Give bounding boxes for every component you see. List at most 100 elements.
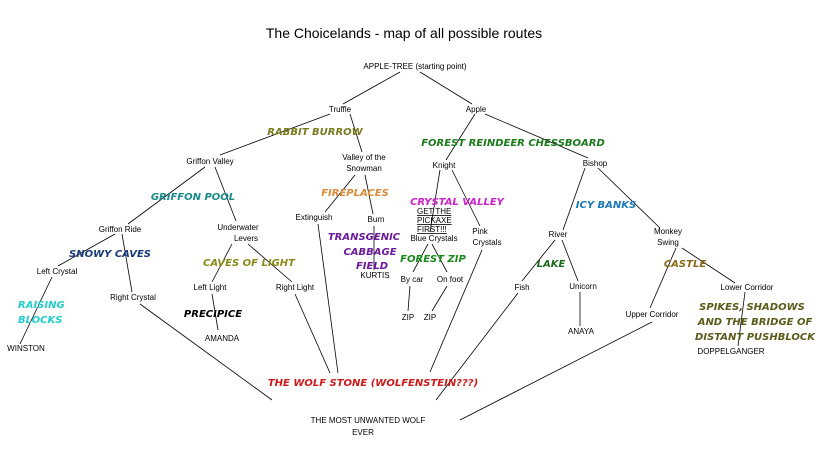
area-forest-zip: FOREST ZIP <box>400 254 466 265</box>
edge-start-truffle <box>342 71 401 105</box>
node-apple: Apple <box>466 105 487 114</box>
node-monkey-swing-line2: Swing <box>657 238 679 247</box>
edge-knight-blue-crystals <box>429 169 441 233</box>
node-upper-corridor: Upper Corridor <box>626 310 679 319</box>
area-raising-blocks: RAISING <box>18 300 65 311</box>
node-anaya: ANAYA <box>568 327 595 336</box>
node-doppelganger: DOPPELGANGER <box>697 347 764 356</box>
area-icy-banks: ICY BANKS <box>576 200 636 211</box>
edge-ride-right-crystal <box>121 233 133 293</box>
node-most-unwanted-wolf: THE MOST UNWANTED WOLF <box>311 416 426 425</box>
node-bishop: Bishop <box>583 159 608 168</box>
node-on-foot: On foot <box>437 275 464 284</box>
area-transgenic-cabbage-field: TRANSGENIC <box>328 232 401 243</box>
edge-snowman-burn <box>364 174 374 215</box>
edge-griffon-valley-underwater <box>214 166 237 222</box>
diagram-title: The Choicelands - map of all possible ro… <box>266 25 542 41</box>
edge-apple-knight <box>445 113 476 161</box>
edge-fish-unwanted <box>435 292 519 401</box>
node-right-crystal: Right Crystal <box>110 293 156 302</box>
node-lower-corridor: Lower Corridor <box>721 283 774 292</box>
area-spikes-shadows-bridge-line3: DISTANT PUSHBLOCK <box>695 332 816 343</box>
node-zip-car: ZIP <box>402 313 414 322</box>
node-unicorn: Unicorn <box>569 282 597 291</box>
edge-apple-bishop <box>484 113 589 159</box>
edge-lower-corridor-doppelganger <box>737 291 746 347</box>
area-castle: CASTLE <box>664 259 706 270</box>
node-valley-snowman-line2: Snowman <box>346 164 382 173</box>
edge-left-light-amanda <box>211 293 219 331</box>
edge-start-apple <box>419 71 473 105</box>
node-knight: Knight <box>433 161 456 170</box>
area-forest-reindeer-chessboard: FOREST REINDEER CHESSBOARD <box>421 138 605 149</box>
area-precipice: PRECIPICE <box>184 309 242 320</box>
area-spikes-shadows-bridge-line2: AND THE BRIDGE OF <box>697 317 813 328</box>
node-zip-foot: ZIP <box>424 313 436 322</box>
node-kurtis: KURTIS <box>360 271 389 280</box>
node-underwater-levers: Underwater <box>217 223 259 232</box>
pickaxe-note-line2: PICKAXE <box>417 216 452 225</box>
edge-right-light-unwanted <box>294 293 331 374</box>
edge-blue-crystals-by-car <box>412 243 429 273</box>
node-river: River <box>549 230 568 239</box>
edge-ride-left-crystal <box>57 233 116 267</box>
route-nodes: APPLE-TREE (starting point) Truffle Appl… <box>7 62 774 437</box>
edge-griffon-valley-ride <box>127 166 206 225</box>
pickaxe-note-line3: FIRST!!! <box>417 225 447 234</box>
edge-upper-corridor-unwanted <box>459 321 653 421</box>
node-extinguish: Extinguish <box>296 213 333 222</box>
node-right-light: Right Light <box>276 283 315 292</box>
edge-bishop-monkey <box>597 167 661 229</box>
node-griffon-ride: Griffon Ride <box>99 225 142 234</box>
pickaxe-note-line1: GET THE <box>417 207 451 216</box>
node-valley-snowman: Valley of the <box>342 153 386 162</box>
node-burn: Burn <box>368 215 385 224</box>
node-most-unwanted-wolf-line2: EVER <box>352 428 374 437</box>
area-labels: RABBIT BURROW FOREST REINDEER CHESSBOARD… <box>18 127 816 389</box>
edge-monkey-upper-corridor <box>649 247 677 309</box>
node-winston: WINSTON <box>7 344 45 353</box>
node-pink-crystals: Pink <box>472 227 489 236</box>
node-fish: Fish <box>514 283 529 292</box>
edge-truffle-snowman <box>349 113 363 153</box>
node-left-crystal: Left Crystal <box>37 267 78 276</box>
edge-blue-crystals-on-foot <box>431 243 448 273</box>
area-transgenic-cabbage-field-line3: FIELD <box>356 261 388 272</box>
edge-extinguish-unwanted <box>317 223 339 374</box>
node-blue-crystals: Blue Crystals <box>410 234 457 243</box>
node-underwater-levers-line2: Levers <box>234 234 258 243</box>
area-fireplaces: FIREPLACES <box>321 188 389 199</box>
edge-snowman-extinguish <box>324 174 356 213</box>
edge-right-crystal-unwanted <box>139 303 273 401</box>
edge-bishop-river <box>562 167 586 231</box>
edge-underwater-right-light <box>247 243 293 283</box>
area-wolf-stone: THE WOLF STONE (WOLFENSTEIN???) <box>268 378 478 389</box>
route-edges <box>19 71 746 421</box>
edge-underwater-left-light <box>211 243 233 283</box>
edge-river-unicorn <box>561 239 579 282</box>
node-griffon-valley: Griffon Valley <box>186 157 233 166</box>
edge-knight-pink-crystals <box>451 169 481 227</box>
edge-left-crystal-winston <box>19 276 53 345</box>
area-spikes-shadows-bridge: SPIKES, SHADOWS <box>699 302 805 313</box>
area-transgenic-cabbage-field-line2: CABBAGE <box>343 247 396 258</box>
edge-truffle-griffon-valley <box>219 113 331 156</box>
node-amanda: AMANDA <box>205 334 240 343</box>
node-left-light: Left Light <box>194 283 228 292</box>
node-truffle: Truffle <box>329 105 352 114</box>
edge-by-car-zip <box>407 285 411 312</box>
node-by-car: By car <box>401 275 424 284</box>
area-caves-of-light: CAVES OF LIGHT <box>203 258 296 269</box>
node-pink-crystals-line2: Crystals <box>473 238 502 247</box>
edge-monkey-lower-corridor <box>681 247 736 284</box>
node-monkey-swing: Monkey <box>654 227 682 236</box>
area-griffon-pool: GRIFFON POOL <box>151 192 235 203</box>
pickaxe-note: GET THE PICKAXE FIRST!!! <box>417 207 452 234</box>
edge-pink-crystals-unwanted <box>429 249 483 373</box>
area-rabbit-burrow: RABBIT BURROW <box>267 127 363 138</box>
area-lake: LAKE <box>537 259 566 270</box>
area-snowy-caves: SNOWY CAVES <box>69 249 151 260</box>
edge-river-fish <box>521 239 556 282</box>
edge-on-foot-zip <box>431 285 448 312</box>
